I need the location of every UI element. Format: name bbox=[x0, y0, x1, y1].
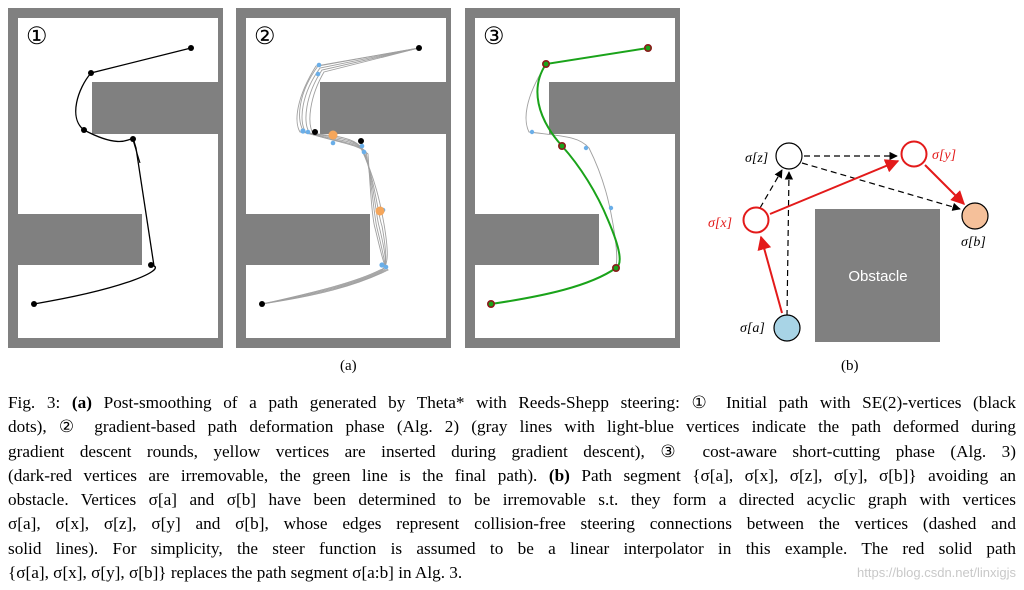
node-b-label: σ[b] bbox=[961, 235, 986, 250]
panel-2: ② bbox=[236, 8, 451, 348]
caption-line: obstacle. Vertices σ[a] and σ[b] have be… bbox=[8, 488, 1016, 512]
watermark: https://blog.csdn.net/linxigjs bbox=[857, 565, 1016, 580]
panel-badge: ③ bbox=[483, 24, 505, 50]
caption-bold-ref: (a) bbox=[71, 393, 92, 412]
panel-badge: ① bbox=[26, 24, 48, 50]
initial-path-branch bbox=[132, 139, 141, 164]
panel-b: Obstacle σ[z] σ[x] σ[y] σ[b] σ[a] bbox=[708, 140, 989, 342]
caption-text: Post-smoothing of a path generated by Th… bbox=[91, 393, 1017, 412]
caption-line: gradient descent rounds, yellow vertices… bbox=[8, 440, 1016, 464]
node-y-label: σ[y] bbox=[932, 148, 956, 163]
panel-badge: ② bbox=[254, 24, 276, 50]
subfigure-label-a: (a) bbox=[340, 358, 357, 374]
node-z bbox=[775, 142, 803, 170]
caption-text: {σ[a], σ[x], σ[y], σ[b]} replaces the pa… bbox=[8, 563, 463, 583]
obstacle-block bbox=[815, 209, 940, 342]
caption-text: gradient descent rounds, yellow vertices… bbox=[8, 441, 1016, 461]
yellow-vertices bbox=[328, 130, 385, 216]
deformed-paths bbox=[261, 47, 420, 305]
black-vertices bbox=[259, 45, 422, 307]
caption-line: Fig. 3: (a) Post-smoothing of a path gen… bbox=[8, 391, 1016, 415]
node-x-label: σ[x] bbox=[708, 216, 732, 231]
irremovable-vertices bbox=[486, 43, 653, 308]
caption-text: Path segment {σ[a], σ[x], σ[z], σ[y], σ[… bbox=[569, 465, 1016, 485]
panel-1: ① bbox=[8, 8, 223, 348]
panel-3: ③ bbox=[465, 8, 680, 348]
red-path-edges bbox=[757, 159, 965, 314]
caption-text: σ[a], σ[x], σ[z], σ[y] and σ[b], whose e… bbox=[8, 514, 1016, 534]
obstacle-upper bbox=[92, 82, 223, 134]
caption-text: dots), ② gradient-based path deformation… bbox=[8, 417, 1016, 437]
black-vertices bbox=[31, 45, 194, 307]
subfigure-label-b: (b) bbox=[841, 358, 859, 374]
blue-vertices bbox=[529, 129, 614, 211]
figure-svg: ① ② bbox=[8, 8, 989, 348]
node-a-label: σ[a] bbox=[740, 321, 765, 336]
obstacle-lower bbox=[18, 214, 142, 265]
node-y bbox=[900, 140, 928, 168]
node-a bbox=[773, 314, 801, 342]
node-z-label: σ[z] bbox=[745, 151, 768, 166]
caption-text: solid lines). For simplicity, the steer … bbox=[8, 538, 1016, 558]
obstacle-label: Obstacle bbox=[848, 268, 907, 285]
figure-caption: Fig. 3: (a) Post-smoothing of a path gen… bbox=[8, 391, 1016, 585]
dashed-edges bbox=[759, 151, 961, 317]
node-b bbox=[961, 202, 989, 230]
final-path bbox=[490, 47, 649, 305]
node-x bbox=[742, 206, 770, 234]
caption-text: (dark-red vertices are irremovable, the … bbox=[8, 465, 549, 485]
initial-path bbox=[33, 47, 192, 305]
caption-line: σ[a], σ[x], σ[z], σ[y] and σ[b], whose e… bbox=[8, 512, 1016, 536]
caption-text: obstacle. Vertices σ[a] and σ[b] have be… bbox=[8, 490, 1016, 510]
caption-bold-ref: (b) bbox=[548, 465, 570, 485]
figure: ① ② bbox=[8, 8, 989, 374]
caption-line: solid lines). For simplicity, the steer … bbox=[8, 537, 1016, 561]
caption-line: dots), ② gradient-based path deformation… bbox=[8, 415, 1016, 439]
caption-text: Fig. 3: bbox=[8, 393, 72, 412]
caption-line: (dark-red vertices are irremovable, the … bbox=[8, 464, 1016, 488]
caption-line: {σ[a], σ[x], σ[y], σ[b]} replaces the pa… bbox=[8, 561, 1016, 585]
